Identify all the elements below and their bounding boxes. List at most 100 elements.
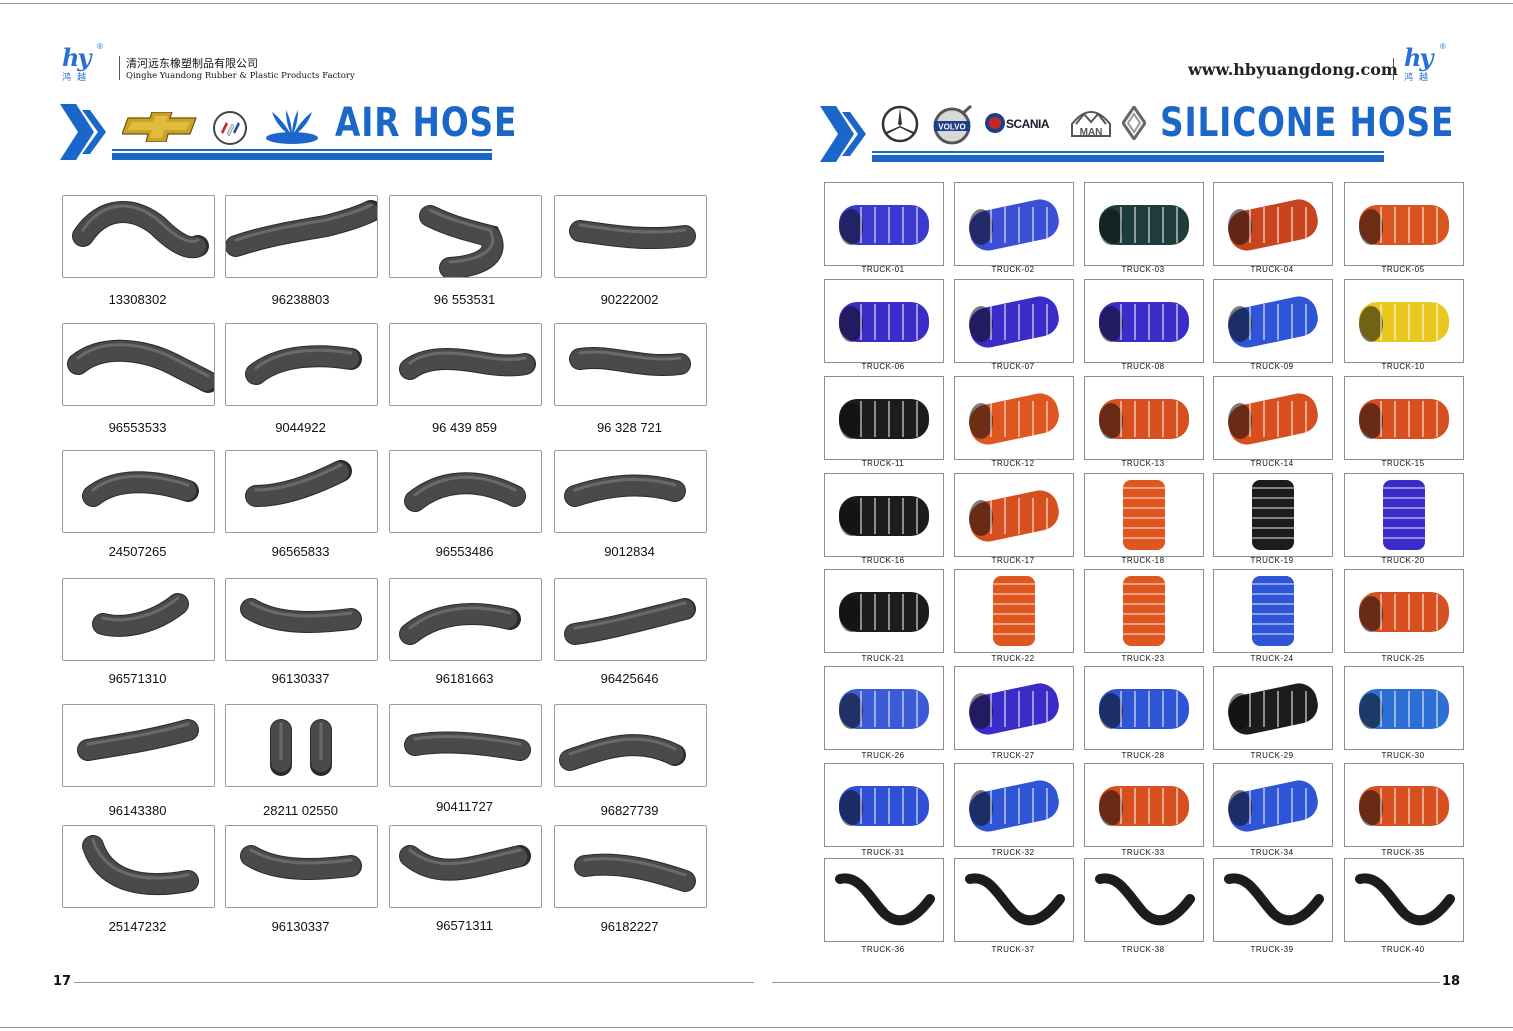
- silicone-hose-photo[interactable]: [1084, 666, 1204, 750]
- air-hose-photo[interactable]: [225, 578, 378, 661]
- hose-image: [969, 393, 1059, 445]
- hose-image: [1359, 399, 1449, 439]
- air-hose-photo[interactable]: [225, 450, 378, 533]
- silicone-hose-photo[interactable]: [1213, 279, 1333, 363]
- air-hose-photo[interactable]: [554, 323, 707, 406]
- part-number-label: 96571310: [108, 671, 167, 686]
- hose-image: [839, 302, 929, 342]
- silicone-hose-photo[interactable]: [1344, 473, 1464, 557]
- footer-rule-right: [772, 982, 1440, 983]
- silicone-hose-photo[interactable]: [1084, 858, 1204, 942]
- silicone-hose-photo[interactable]: [824, 473, 944, 557]
- silicone-hose-photo[interactable]: [1344, 763, 1464, 847]
- renault-logo-icon: [1122, 106, 1146, 140]
- silicone-hose-photo[interactable]: [1344, 569, 1464, 653]
- hose-image: [1099, 786, 1189, 826]
- silicone-hose-photo[interactable]: [824, 182, 944, 266]
- silicone-hose-photo[interactable]: [1213, 666, 1333, 750]
- silicone-hose-photo[interactable]: [1213, 376, 1333, 460]
- truck-code-label: TRUCK-03: [1121, 265, 1165, 274]
- silicone-hose-photo[interactable]: [1344, 376, 1464, 460]
- air-hose-photo[interactable]: [389, 450, 542, 533]
- silicone-hose-photo[interactable]: [954, 473, 1074, 557]
- company-logo-right: hy 鸿越: [1404, 46, 1448, 84]
- air-hose-photo[interactable]: [554, 578, 707, 661]
- silicone-hose-photo[interactable]: [1213, 473, 1333, 557]
- silicone-hose-photo[interactable]: [954, 858, 1074, 942]
- air-hose-photo[interactable]: [389, 323, 542, 406]
- silicone-hose-photo[interactable]: [954, 376, 1074, 460]
- silicone-hose-photo[interactable]: [824, 376, 944, 460]
- silicone-hose-photo[interactable]: [1344, 666, 1464, 750]
- silicone-hose-photo[interactable]: [1084, 279, 1204, 363]
- silicone-hose-photo[interactable]: [824, 666, 944, 750]
- chevron-icon: [820, 106, 866, 162]
- air-hose-photo[interactable]: [225, 825, 378, 908]
- silicone-hose-photo[interactable]: [954, 182, 1074, 266]
- truck-code-label: TRUCK-01: [861, 265, 905, 274]
- air-hose-photo[interactable]: [389, 578, 542, 661]
- silicone-hose-photo[interactable]: [954, 666, 1074, 750]
- truck-code-label: TRUCK-17: [991, 556, 1035, 565]
- silicone-hose-photo[interactable]: [954, 279, 1074, 363]
- truck-code-label: TRUCK-11: [861, 459, 905, 468]
- silicone-hose-photo[interactable]: [1213, 569, 1333, 653]
- hose-image: [1099, 689, 1189, 729]
- silicone-hose-photo[interactable]: [1344, 279, 1464, 363]
- air-hose-photo[interactable]: [389, 704, 542, 787]
- silicone-hose-photo[interactable]: [1213, 182, 1333, 266]
- air-hose-photo[interactable]: [62, 704, 215, 787]
- registered-icon: ®: [1440, 42, 1446, 51]
- hose-image: [72, 201, 209, 259]
- hose-image: [1099, 399, 1189, 439]
- silicone-hose-photo[interactable]: [1344, 182, 1464, 266]
- hose-image: [82, 835, 199, 895]
- part-number-label: 24507265: [108, 544, 167, 559]
- air-hose-photo[interactable]: [389, 825, 542, 908]
- air-hose-photo[interactable]: [62, 825, 215, 908]
- silicone-hose-photo[interactable]: [1084, 376, 1204, 460]
- air-hose-title: AIR HOSE: [335, 100, 518, 146]
- silicone-hose-photo[interactable]: [1084, 569, 1204, 653]
- hose-image: [92, 593, 189, 637]
- silicone-hose-photo[interactable]: [1344, 858, 1464, 942]
- truck-code-label: TRUCK-13: [1121, 459, 1165, 468]
- air-hose-photo[interactable]: [62, 450, 215, 533]
- silicone-hose-photo[interactable]: [1084, 182, 1204, 266]
- part-number-label: 13308302: [108, 292, 167, 307]
- silicone-hose-photo[interactable]: [824, 569, 944, 653]
- air-hose-photo[interactable]: [389, 195, 542, 278]
- part-number-label: 9012834: [604, 544, 655, 559]
- silicone-hose-photo[interactable]: [824, 279, 944, 363]
- title-underline-thick: [112, 153, 492, 160]
- truck-code-label: TRUCK-39: [1250, 945, 1294, 954]
- page-number-right: 18: [1442, 974, 1461, 989]
- air-hose-photo[interactable]: [225, 195, 378, 278]
- website-url[interactable]: www.hbyuangdong.com: [1188, 60, 1398, 79]
- scania-text: SCANIA: [1006, 117, 1050, 131]
- silicone-hose-photo[interactable]: [824, 858, 944, 942]
- air-hose-photo[interactable]: [62, 578, 215, 661]
- truck-code-label: TRUCK-04: [1250, 265, 1294, 274]
- air-hose-photo[interactable]: [554, 825, 707, 908]
- silicone-hose-photo[interactable]: [954, 569, 1074, 653]
- silicone-hose-photo[interactable]: [954, 763, 1074, 847]
- air-hose-photo[interactable]: [62, 323, 215, 406]
- air-hose-photo[interactable]: [225, 323, 378, 406]
- silicone-hose-photo[interactable]: [1213, 763, 1333, 847]
- silicone-hose-photo[interactable]: [824, 763, 944, 847]
- hose-image: [77, 719, 199, 761]
- silicone-hose-photo[interactable]: [1084, 763, 1204, 847]
- truck-code-label: TRUCK-32: [991, 848, 1035, 857]
- air-hose-photo[interactable]: [62, 195, 215, 278]
- hose-image: [270, 719, 332, 776]
- silicone-hose-photo[interactable]: [1084, 473, 1204, 557]
- air-hose-photo[interactable]: [225, 704, 378, 787]
- air-hose-photo[interactable]: [554, 195, 707, 278]
- part-number-label: 96553486: [435, 544, 494, 559]
- air-hose-photo[interactable]: [554, 450, 707, 533]
- silicone-hose-photo[interactable]: [1213, 858, 1333, 942]
- truck-code-label: TRUCK-22: [991, 654, 1035, 663]
- air-hose-photo[interactable]: [554, 704, 707, 787]
- hose-image: [240, 598, 362, 633]
